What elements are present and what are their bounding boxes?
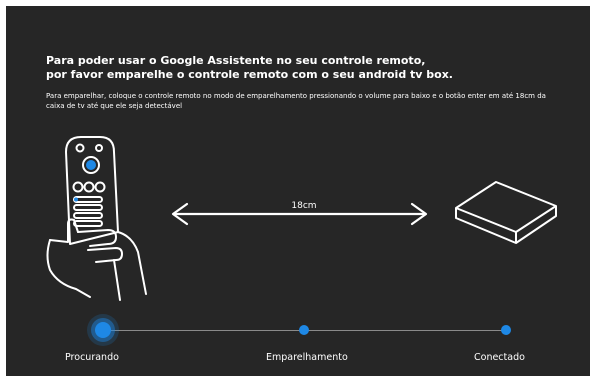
title-line-2: por favor emparelhe o controle remoto co… <box>46 68 453 81</box>
step-label-connected: Conectado <box>474 352 525 363</box>
pairing-title: Para poder usar o Google Assistente no s… <box>46 54 566 82</box>
distance-label: 18cm <box>291 201 317 211</box>
pairing-description: Para emparelhar, coloque o controle remo… <box>46 92 546 110</box>
pairing-illustration <box>46 136 557 301</box>
step-dot-connected <box>501 325 511 335</box>
step-dot-pairing <box>299 325 309 335</box>
step-label-searching: Procurando <box>65 352 119 363</box>
title-line-1: Para poder usar o Google Assistente no s… <box>46 54 426 67</box>
step-label-pairing: Emparelhamento <box>266 352 348 363</box>
remote-in-hand-icon <box>46 136 147 301</box>
remote-buttons-highlight <box>74 160 96 202</box>
distance-arrow-icon <box>171 202 428 226</box>
tv-box-icon <box>455 181 557 244</box>
step-dot-searching <box>95 322 111 338</box>
pairing-screen: Para poder usar o Google Assistente no s… <box>6 6 590 376</box>
